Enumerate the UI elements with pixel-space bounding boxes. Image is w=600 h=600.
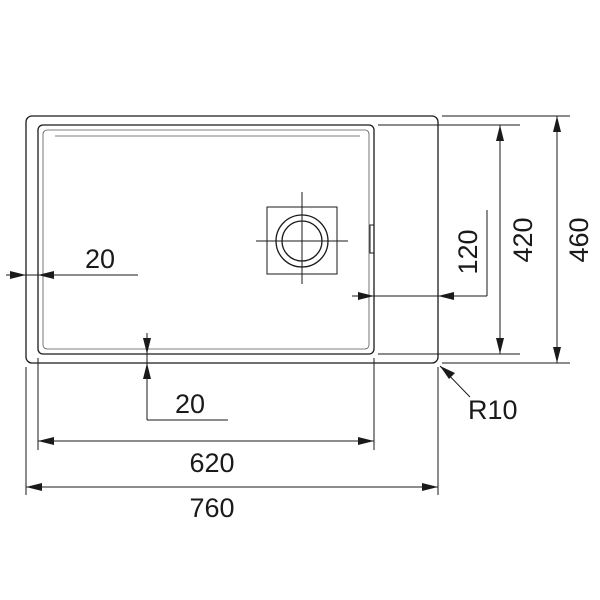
dim-20-left <box>6 271 138 279</box>
bowl-inner-outline <box>42 129 370 350</box>
dim-760-label: 760 <box>189 493 234 523</box>
dim-760 <box>26 483 438 491</box>
dim-20-bottom-label: 20 <box>175 389 205 419</box>
r10-leader <box>439 365 471 398</box>
dim-460-label: 460 <box>564 217 594 262</box>
dim-460 <box>553 116 561 363</box>
dim-20-left-label: 20 <box>85 244 115 274</box>
r10-label: R10 <box>468 395 518 425</box>
dim-20-bottom <box>143 333 228 421</box>
dim-620 <box>38 437 374 445</box>
dim-120-label: 120 <box>453 229 483 274</box>
drain <box>256 192 348 284</box>
dim-420-label: 420 <box>508 217 538 262</box>
dim-420 <box>496 125 504 354</box>
sink-outer-outline <box>25 115 439 364</box>
overflow-tab <box>369 224 375 254</box>
dim-120 <box>352 210 488 300</box>
bowl-outline <box>37 124 375 355</box>
dim-620-label: 620 <box>189 448 234 478</box>
